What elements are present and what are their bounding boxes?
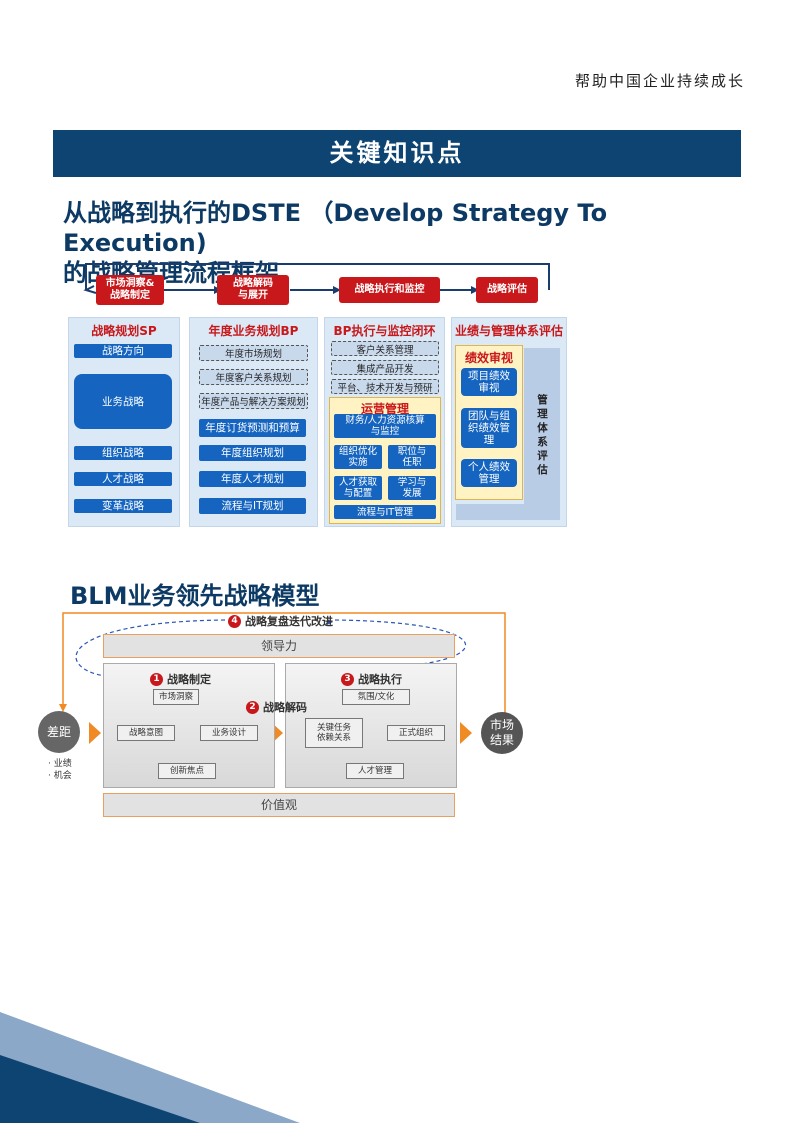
step1-label: 1 战略制定	[150, 671, 211, 687]
gap-item: · 机会	[48, 771, 72, 781]
tagline: 帮助中国企业持续成长	[574, 72, 745, 90]
loop-text: 战略复盘迭代改进	[245, 615, 333, 628]
bp-dashed-market: 年度市场规划	[199, 345, 308, 361]
step1-text: 战略制定	[167, 673, 211, 686]
sp-item-direction: 战略方向	[74, 344, 172, 358]
column-sp-title: 战略规划SP	[91, 324, 157, 338]
column-exec-title: BP执行与监控闭环	[333, 324, 436, 338]
step-execution: 战略执行和监控	[339, 277, 440, 303]
node-innovation-focus: 创新焦点	[158, 763, 216, 779]
blm-heading: BLM业务领先战略模型	[70, 582, 320, 610]
bp-item-it: 流程与IT规划	[199, 498, 306, 514]
ops-item-learning: 学习与 发展	[388, 476, 436, 500]
node-formal-org: 正式组织	[387, 725, 445, 741]
perf-review-title: 绩效审视	[464, 351, 513, 365]
perf-item-team: 团队与组 织绩效管 理	[461, 408, 517, 448]
dste-heading-line1: 从战略到执行的DSTE （Develop Strategy To Executi…	[63, 199, 608, 257]
gap-list: · 业绩 · 机会	[48, 758, 72, 782]
gap-item-text: 业绩	[53, 759, 72, 769]
column-bp: 年度业务规划BP 年度市场规划 年度客户关系规划 年度产品与解决方案规划 年度订…	[189, 317, 318, 527]
column-eval: 业绩与管理体系评估 管理体系评估 绩效审视 项目绩效 审视 团队与组 织绩效管 …	[451, 317, 567, 527]
bp-item-forecast: 年度订货预测和预算	[199, 419, 306, 437]
ops-item-position: 职位与 任职	[388, 445, 436, 469]
perf-review-box: 绩效审视 项目绩效 审视 团队与组 织绩效管 理 个人绩效 管理	[455, 345, 523, 500]
mgmt-eval-base	[456, 504, 560, 520]
step3-label: 3 战略执行	[341, 671, 402, 687]
column-exec: BP执行与监控闭环 客户关系管理 集成产品开发 平台、技术开发与预研 运营管理 …	[324, 317, 445, 527]
column-bp-title: 年度业务规划BP	[208, 324, 299, 338]
gap-item-text: 机会	[53, 771, 72, 781]
dste-flow-arrows	[83, 263, 550, 294]
banner-title: 关键知识点	[53, 130, 741, 177]
decorative-stripes	[0, 1012, 300, 1123]
market-result-circle: 市场 结果	[481, 712, 523, 754]
step3-text: 战略执行	[358, 673, 402, 686]
bp-item-talent: 年度人才规划	[199, 471, 306, 487]
step-evaluation: 战略评估	[476, 277, 538, 303]
ops-item-process-it: 流程与IT管理	[334, 505, 436, 519]
ops-item-talent-acq: 人才获取 与配置	[334, 476, 382, 500]
node-key-tasks: 关键任务 依赖关系	[305, 718, 363, 748]
perf-item-project: 项目绩效 审视	[461, 368, 517, 396]
exec-dashed-crm: 客户关系管理	[331, 341, 439, 356]
values-bar: 价值观	[103, 793, 455, 817]
step-decoding: 战略解码 与展开	[217, 275, 289, 305]
node-business-design: 业务设计	[200, 725, 258, 741]
ops-item-org-opt: 组织优化 实施	[334, 445, 382, 469]
mgmt-eval-label: 管理体系评估	[537, 394, 548, 476]
sp-item-talent: 人才战略	[74, 472, 172, 486]
loop-number: 4	[228, 614, 241, 628]
bp-dashed-customer: 年度客户关系规划	[199, 369, 308, 385]
gap-circle: 差距	[38, 711, 80, 753]
node-talent-mgmt: 人才管理	[346, 763, 404, 779]
gap-item: · 业绩	[48, 759, 72, 769]
leadership-bar: 领导力	[103, 634, 455, 658]
column-sp: 战略规划SP 战略方向 业务战略 组织战略 人才战略 变革战略	[68, 317, 180, 527]
ops-management-box: 运营管理 财务/人力资源核算 与监控 组织优化 实施 职位与 任职 人才获取 与…	[329, 397, 441, 524]
step2-label: 2 战略解码	[246, 699, 307, 715]
sp-item-change: 变革战略	[74, 499, 172, 513]
ops-item-finance: 财务/人力资源核算 与监控	[334, 414, 436, 438]
blm-diagram: 4 战略复盘迭代改进 领导力 价值观 市场洞察 战略意图 业务设计 创新焦点 氛…	[35, 608, 535, 823]
sp-item-org: 组织战略	[74, 446, 172, 460]
node-market-insight: 市场洞察	[153, 689, 199, 705]
ops-title: 运营管理	[360, 402, 409, 416]
mgmt-eval-panel	[524, 348, 560, 520]
node-culture: 氛围/文化	[342, 689, 410, 705]
loop-label: 4 战略复盘迭代改进	[228, 613, 333, 629]
sp-item-business: 业务战略	[74, 374, 172, 429]
step1-number: 1	[150, 672, 163, 686]
exec-dashed-ipd: 集成产品开发	[331, 360, 439, 375]
exec-dashed-platform: 平台、技术开发与预研	[331, 379, 439, 394]
bp-dashed-product: 年度产品与解决方案规划	[199, 393, 308, 409]
node-strategic-intent: 战略意图	[117, 725, 175, 741]
step3-number: 3	[341, 672, 354, 686]
step2-number: 2	[246, 700, 259, 714]
perf-item-individual: 个人绩效 管理	[461, 459, 517, 487]
column-eval-title: 业绩与管理体系评估	[454, 324, 563, 338]
bp-item-org: 年度组织规划	[199, 445, 306, 461]
step-market-insight: 市场洞察& 战略制定	[96, 275, 164, 305]
dste-diagram: 市场洞察& 战略制定 战略解码 与展开 战略执行和监控 战略评估 战略规划SP …	[68, 260, 568, 528]
step2-text: 战略解码	[263, 701, 307, 714]
